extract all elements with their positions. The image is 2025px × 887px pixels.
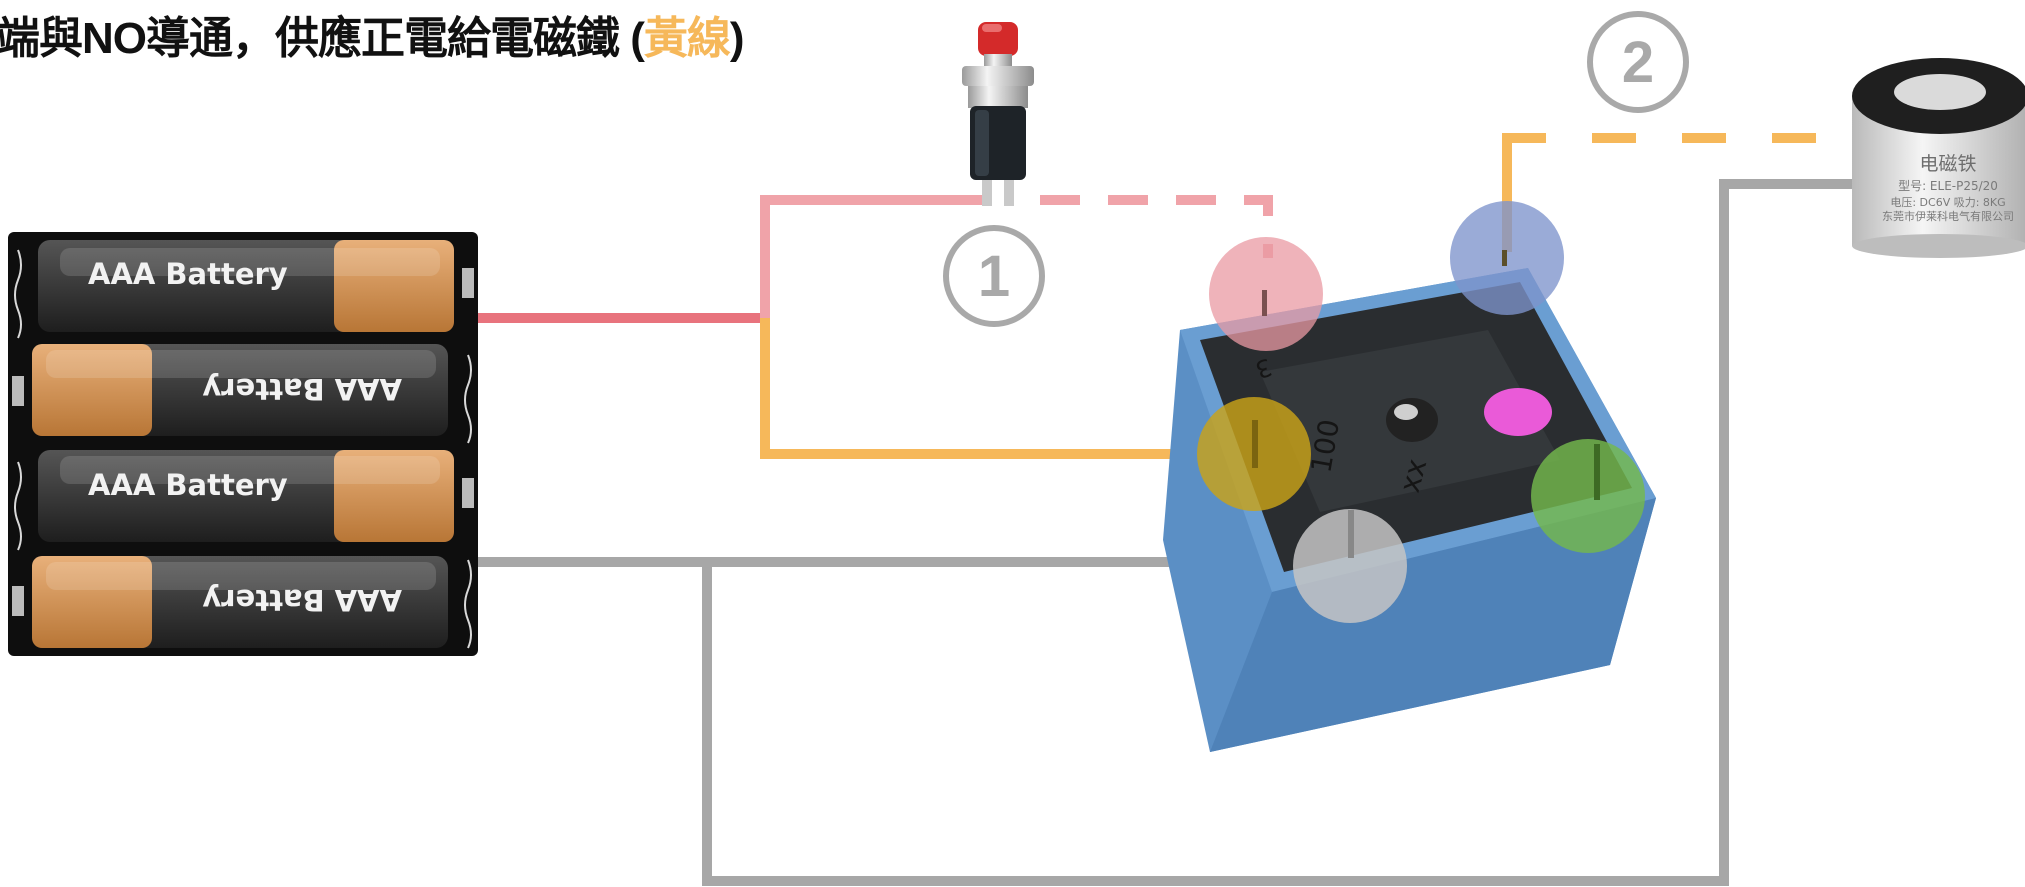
title-prefix: 端與NO導通，供應正電給電磁鐵 (	[0, 14, 645, 63]
wire-yellow-to-com	[760, 318, 1255, 459]
wire-pink-to-button	[760, 195, 990, 318]
battery-holder-icon: AAA Battery AAA Battery AAA Battery AAA …	[8, 232, 478, 656]
magnet-name: 电磁铁	[1919, 153, 1976, 175]
push-button-icon	[962, 22, 1034, 206]
battery-label-2: AAA Battery	[202, 372, 402, 406]
battery-cell-3: AAA Battery	[38, 450, 454, 542]
battery-cell-2: AAA Battery	[32, 344, 448, 436]
badge-1-label: 1	[978, 244, 1010, 309]
title-accent: 黃線	[643, 14, 731, 63]
title-suffix: )	[729, 14, 745, 63]
battery-cell-4: AAA Battery	[32, 556, 448, 648]
electromagnet-icon: 电磁铁 型号: ELE-P25/20 电压: DC6V 吸力: 8KG 东莞市伊…	[1852, 58, 2025, 258]
badge-2: 2	[1587, 11, 1689, 113]
wire-pink-dashed-to-coil	[1040, 195, 1273, 258]
relay-icon: 3 100 xx	[1163, 201, 1656, 752]
wire-gray-return-loop	[702, 179, 1860, 886]
relay-pin-coil-gray	[1293, 509, 1407, 623]
page-title: 端與NO導通，供應正電給電磁鐵 (黃線)	[0, 2, 745, 66]
battery-label-4: AAA Battery	[202, 583, 402, 617]
relay-pin-nc-green	[1531, 439, 1645, 553]
badge-1: 1	[943, 225, 1045, 327]
magnet-spec: 电压: DC6V 吸力: 8KG	[1890, 196, 2005, 209]
badge-2-label: 2	[1622, 30, 1654, 95]
battery-cell-1: AAA Battery	[38, 240, 454, 332]
battery-label-1: AAA Battery	[88, 257, 288, 291]
magnet-maker: 东莞市伊莱科电气有限公司	[1882, 209, 2014, 223]
battery-label-3: AAA Battery	[88, 468, 288, 502]
magnet-model: 型号: ELE-P25/20	[1898, 179, 1998, 193]
